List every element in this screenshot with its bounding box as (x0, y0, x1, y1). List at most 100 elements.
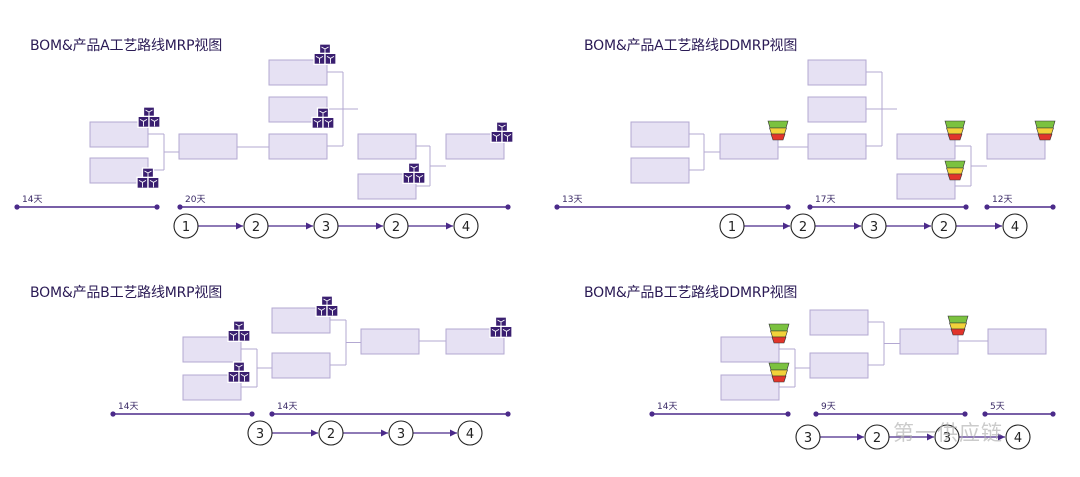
cubes-stack-icon (490, 121, 514, 144)
buffer-zone-icon (944, 120, 966, 141)
bom-node-box (360, 328, 420, 355)
bom-node-box (899, 328, 959, 355)
cubes-stack-icon (137, 106, 161, 129)
routing-step-label: 4 (1014, 431, 1022, 446)
panel-title-a-mrp: BOM&产品A工艺路线MRP视图 (30, 38, 222, 54)
routing-step-circle (719, 213, 745, 239)
routing-step-circle (453, 213, 479, 239)
routing-step-circle (931, 213, 957, 239)
routing-step-label: 2 (873, 431, 881, 446)
routing-step-label: 2 (392, 220, 400, 235)
routing-step-label: 4 (1011, 220, 1019, 235)
cubes-stack-icon (313, 43, 337, 66)
routing-step-circle (934, 424, 960, 450)
cubes-stack-icon (136, 167, 160, 190)
timeline-duration-label: 14天 (657, 402, 677, 412)
timeline-end-dot (1050, 411, 1056, 417)
routing-step-label: 1 (182, 220, 190, 235)
timeline-start-dot (110, 411, 116, 417)
timeline-end-dot (505, 204, 511, 210)
timeline-start-dot (813, 411, 819, 417)
bom-node-box (720, 336, 780, 363)
bom-node-box (807, 96, 867, 123)
timeline-duration-label: 14天 (277, 402, 297, 412)
routing-step-circle (383, 213, 409, 239)
routing-step-circle (790, 213, 816, 239)
routing-step-label: 3 (804, 431, 812, 446)
timeline-start-dot (554, 204, 560, 210)
routing-step-circle (243, 213, 269, 239)
buffer-zone-icon (947, 315, 969, 336)
cubes-stack-icon (227, 320, 251, 343)
routing-step-circle (318, 420, 344, 446)
routing-step-label: 2 (252, 220, 260, 235)
bom-node-box (807, 59, 867, 86)
bom-node-box (896, 133, 956, 160)
bom-node-box (719, 133, 779, 160)
routing-step-label: 1 (728, 220, 736, 235)
cubes-stack-icon (311, 107, 335, 130)
routing-step-circle (1002, 213, 1028, 239)
bom-node-box (986, 133, 1046, 160)
routing-step-label: 2 (327, 427, 335, 442)
bom-node-box (357, 133, 417, 160)
buffer-zone-icon (944, 160, 966, 181)
routing-step-circle (864, 424, 890, 450)
timeline-duration-label: 5天 (990, 402, 1005, 412)
cubes-stack-icon (227, 361, 251, 384)
cubes-stack-icon (489, 316, 513, 339)
buffer-zone-icon (768, 323, 790, 344)
timeline-duration-label: 14天 (22, 195, 42, 205)
timeline-end-dot (963, 204, 969, 210)
bom-node-box (809, 352, 869, 379)
timeline-end-dot (785, 204, 791, 210)
timeline-duration-label: 12天 (992, 195, 1012, 205)
bom-node-box (268, 59, 328, 86)
bom-node-box (987, 328, 1047, 355)
panel-title-b-ddmrp: BOM&产品B工艺路线DDMRP视图 (584, 285, 798, 301)
bom-node-box (178, 133, 238, 160)
panel-title-b-mrp: BOM&产品B工艺路线MRP视图 (30, 285, 223, 301)
bom-node-box (268, 133, 328, 160)
timeline-start-dot (269, 411, 275, 417)
routing-step-label: 4 (462, 220, 470, 235)
routing-step-circle (173, 213, 199, 239)
bom-node-box (271, 352, 331, 379)
bom-node-box (807, 133, 867, 160)
routing-step-circle (388, 420, 414, 446)
bom-node-box (896, 173, 956, 200)
timeline-start-dot (649, 411, 655, 417)
timeline-end-dot (1050, 204, 1056, 210)
buffer-zone-icon (1034, 120, 1056, 141)
bom-node-box (630, 121, 690, 148)
timeline-start-dot (14, 204, 20, 210)
bom-node-box (630, 157, 690, 184)
buffer-zone-icon (768, 362, 790, 383)
timeline-duration-label: 14天 (118, 402, 138, 412)
routing-step-circle (1005, 424, 1031, 450)
routing-step-label: 3 (870, 220, 878, 235)
watermark: 第一供应链 (893, 421, 1003, 445)
timeline-end-dot (154, 204, 160, 210)
timeline-start-dot (177, 204, 183, 210)
timeline-start-dot (982, 411, 988, 417)
routing-step-label: 3 (943, 431, 951, 446)
routing-step-label: 2 (799, 220, 807, 235)
routing-step-label: 2 (940, 220, 948, 235)
timeline-end-dot (785, 411, 791, 417)
timeline-duration-label: 17天 (815, 195, 835, 205)
timeline-end-dot (962, 411, 968, 417)
timeline-start-dot (984, 204, 990, 210)
routing-step-label: 3 (256, 427, 264, 442)
timeline-duration-label: 20天 (185, 195, 205, 205)
routing-step-circle (795, 424, 821, 450)
cubes-stack-icon (315, 295, 339, 318)
panel-title-a-ddmrp: BOM&产品A工艺路线DDMRP视图 (584, 38, 798, 54)
routing-step-label: 4 (466, 427, 474, 442)
timeline-end-dot (505, 411, 511, 417)
routing-step-circle (313, 213, 339, 239)
cubes-stack-icon (402, 162, 426, 185)
routing-step-circle (247, 420, 273, 446)
bom-node-box (809, 309, 869, 336)
